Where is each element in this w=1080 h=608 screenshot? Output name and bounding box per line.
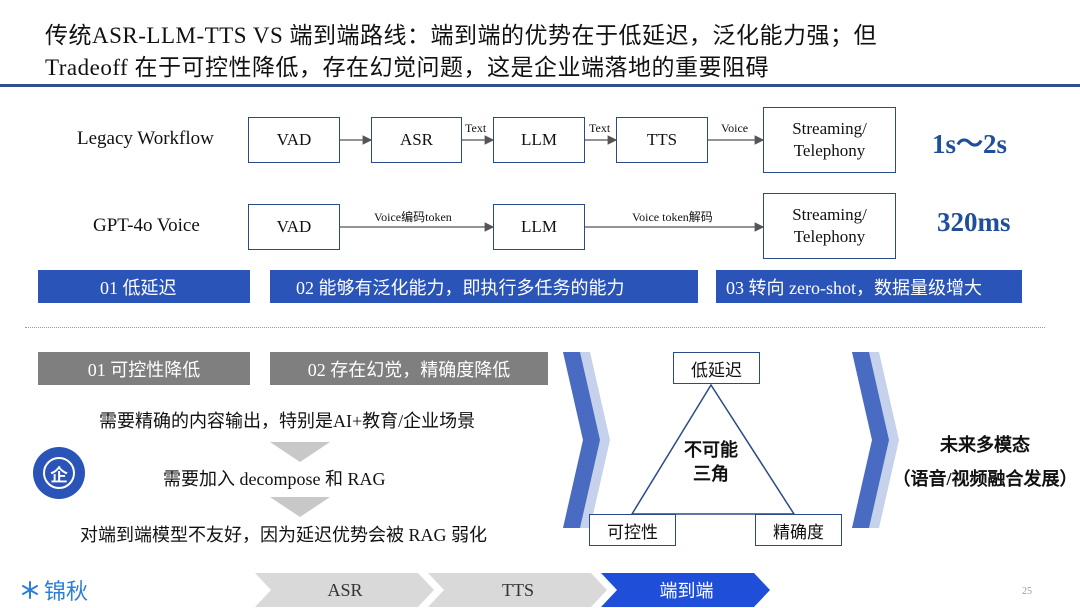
triangle-left-controllability: 可控性 <box>589 514 676 546</box>
gpt-llm-box: LLM <box>493 204 585 250</box>
legacy-latency: 1s～2s <box>932 129 1008 159</box>
down-arrow-2 <box>270 497 330 517</box>
impossible-triangle <box>630 383 796 515</box>
triangle-right-precision: 精确度 <box>755 514 842 546</box>
advantage-generalization: 02 能够有泛化能力，即执行多任务的能力 <box>270 270 698 303</box>
footer-step-asr-shape <box>255 573 434 607</box>
flow-step-decompose-rag: 需要加入 decompose 和 RAG <box>163 469 386 489</box>
legacy-output-line1: Streaming/ <box>792 119 867 138</box>
section-divider <box>25 327 1045 328</box>
drawback-controllability: 01 可控性降低 <box>38 352 250 385</box>
gpt-output-line1: Streaming/ <box>792 205 867 224</box>
footer-step-asr: ASR <box>327 579 363 600</box>
page-number: 25 <box>1022 586 1032 597</box>
legacy-workflow-label: Legacy Workflow <box>77 128 214 149</box>
advantage-low-latency: 01 低延迟 <box>38 270 250 303</box>
future-line1: 未来多模态 <box>940 435 1030 455</box>
legacy-arrow-label-2: Text <box>589 121 611 135</box>
chevron-right <box>852 352 889 528</box>
brand-logo: 锦秋 <box>20 574 88 606</box>
legacy-asr-box: ASR <box>371 117 462 163</box>
legacy-tts-box: TTS <box>616 117 708 163</box>
legacy-arrow-label-3: Voice <box>721 121 749 135</box>
footer-step-tts: TTS <box>501 579 534 600</box>
gpt-vad-box: VAD <box>248 204 340 250</box>
brand-logo-text: 锦秋 <box>44 580 89 605</box>
title-line-1: 传统ASR-LLM-TTS VS 端到端路线：端到端的优势在于低延迟，泛化能力强… <box>45 23 877 48</box>
triangle-center-line2: 三角 <box>693 464 729 484</box>
flow-step-unfriendly: 对端到端模型不友好，因为延迟优势会被 RAG 弱化 <box>80 525 488 545</box>
flow-step-precise-output: 需要精确的内容输出，特别是AI+教育/企业场景 <box>99 411 476 431</box>
triangle-center-label: 不可能 三角 <box>676 438 746 486</box>
footer-step-tts-shape <box>428 573 607 607</box>
title-divider <box>0 84 1080 87</box>
future-line2: （语音/视频融合发展） <box>892 469 1078 489</box>
legacy-output-box: Streaming/ Telephony <box>763 107 896 173</box>
future-multimodal: 未来多模态 （语音/视频融合发展） <box>890 428 1080 496</box>
footer-step-end-to-end: 端到端 <box>659 581 714 601</box>
enterprise-icon: 企 <box>33 447 85 499</box>
slide-title: 传统ASR-LLM-TTS VS 端到端路线：端到端的优势在于低延迟，泛化能力强… <box>45 20 1065 84</box>
gpt-latency: 320ms <box>937 207 1011 237</box>
enterprise-icon-glyph: 企 <box>43 457 75 489</box>
legacy-vad-box: VAD <box>248 117 340 163</box>
gpt-arrow-label-1: Voice编码token <box>374 210 452 224</box>
down-arrow-1 <box>270 442 330 462</box>
snowflake-icon <box>22 581 38 599</box>
gpt-output-box: Streaming/ Telephony <box>763 193 896 259</box>
title-line-2: Tradeoff 在于可控性降低，存在幻觉问题，这是企业端落地的重要阻碍 <box>45 55 769 80</box>
legacy-llm-box: LLM <box>493 117 585 163</box>
triangle-center-line1: 不可能 <box>684 440 738 460</box>
legacy-arrow-label-1: Text <box>465 121 487 135</box>
triangle-top-low-latency: 低延迟 <box>673 352 760 384</box>
footer-step-e2e-shape <box>601 573 770 607</box>
gpt-arrow-label-2: Voice token解码 <box>632 210 713 224</box>
chevron-left <box>563 352 600 528</box>
advantage-zero-shot: 03 转向 zero-shot，数据量级增大 <box>716 270 1022 303</box>
gpt4o-voice-label: GPT-4o Voice <box>93 215 200 236</box>
legacy-output-line2: Telephony <box>793 141 866 160</box>
drawback-hallucination: 02 存在幻觉，精确度降低 <box>270 352 548 385</box>
gpt-output-line2: Telephony <box>793 227 866 246</box>
